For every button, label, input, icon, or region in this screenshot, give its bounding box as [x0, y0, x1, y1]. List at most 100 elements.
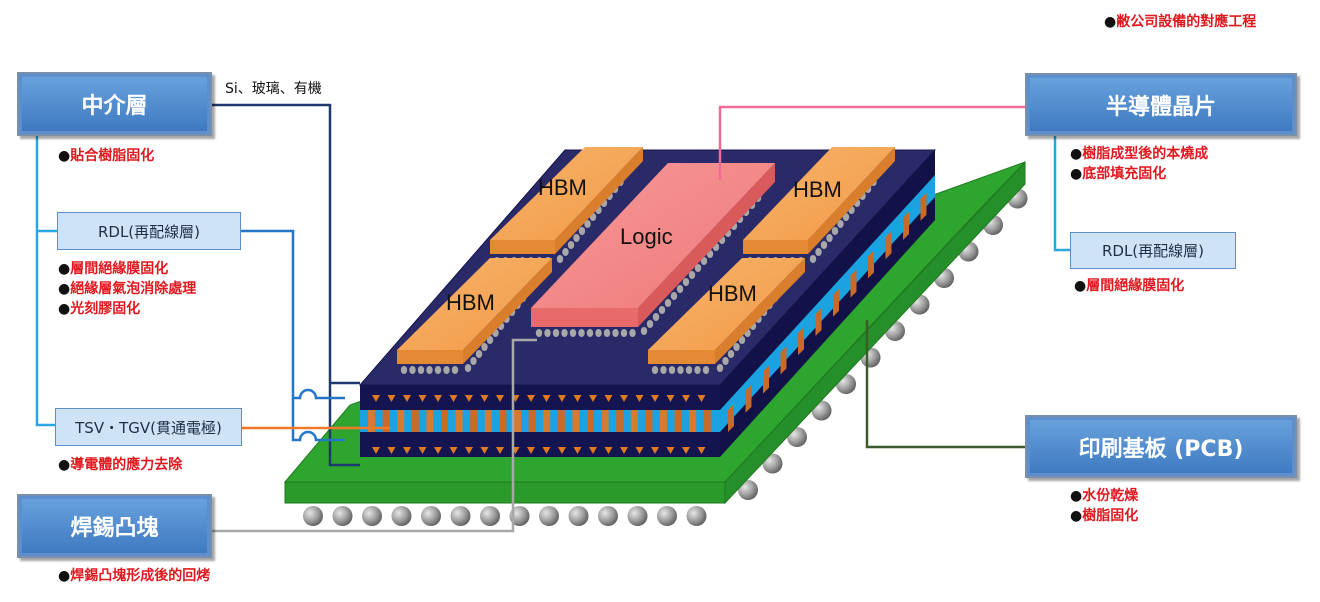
chip-bump — [443, 366, 450, 374]
hbm-label-top-left: HBM — [538, 175, 587, 200]
pcb-box: 印刷基板 (PCB) — [1025, 415, 1297, 478]
micro-bump — [666, 447, 675, 454]
chip-bump — [561, 329, 568, 337]
interposer-box: 中介層 — [17, 72, 212, 136]
tsv-label: TSV・TGV(貫通電極) — [55, 408, 242, 446]
micro-bump — [418, 447, 427, 454]
solder-ball — [362, 506, 382, 526]
micro-bump — [589, 395, 597, 402]
chip-bump — [584, 220, 591, 228]
chip-bump — [464, 364, 472, 372]
rdl-right-label: RDL(再配線層) — [1070, 232, 1236, 269]
header-note: ●敝公司設備的對應工程 — [1104, 14, 1257, 30]
chip-bump — [620, 329, 628, 337]
chip-bump — [603, 329, 611, 337]
chip-bump — [670, 292, 678, 300]
micro-bump — [480, 447, 489, 454]
chip-bump — [586, 329, 594, 337]
chip-bump — [556, 255, 564, 263]
chip-bump — [417, 366, 425, 374]
micro-bump — [465, 447, 473, 454]
pcb-solder-balls-front — [303, 506, 707, 526]
tsv-via — [470, 410, 478, 432]
chip-bump — [535, 329, 543, 337]
micro-bump — [573, 395, 582, 402]
chip-bump — [481, 343, 488, 351]
tsv-via-side — [780, 346, 787, 375]
tsv-via — [368, 410, 375, 432]
solder-ball — [657, 506, 677, 526]
chip-bump — [569, 329, 577, 337]
solder-ball — [627, 506, 648, 526]
hbm-chip-top-left — [490, 147, 643, 254]
solder-ball — [686, 506, 707, 526]
tsv-via-side — [885, 231, 892, 260]
micro-bump — [697, 395, 706, 402]
hbm-chip-bottom-left — [397, 258, 552, 364]
chip-bump — [426, 366, 433, 374]
pcb-notes: ●水份乾燥 ●樹脂固化 — [1070, 488, 1139, 524]
solder-bump-box: 焊錫凸塊 — [17, 494, 212, 558]
micro-bump — [589, 447, 597, 454]
hbm-label-bottom-left: HBM — [446, 290, 495, 315]
tsv-via-side — [868, 250, 874, 279]
chip-bump — [837, 220, 844, 228]
chip-bump — [646, 320, 654, 328]
micro-bump — [527, 395, 535, 402]
chip-bump — [677, 366, 684, 374]
tsv-via-side — [728, 404, 734, 432]
chip-bump — [694, 264, 702, 272]
micro-bump — [465, 395, 473, 402]
micro-bump — [682, 395, 690, 402]
micro-bump — [573, 447, 582, 454]
tsv-via-side — [920, 192, 927, 221]
solder-ball — [480, 506, 500, 526]
micro-bump — [542, 447, 551, 454]
logic-chip — [531, 163, 775, 327]
chip-bump — [688, 271, 696, 279]
tsv-via-side — [815, 308, 822, 336]
chip-bump — [470, 357, 477, 365]
tsv-via — [572, 410, 580, 432]
chip-bump — [573, 234, 580, 242]
tsv-via — [455, 410, 463, 432]
tsv-via — [587, 410, 594, 432]
chip-bump — [676, 285, 684, 293]
micro-bump — [418, 395, 427, 402]
tsv-via — [528, 410, 536, 432]
chip-bump — [544, 329, 551, 337]
micro-bump — [604, 395, 613, 402]
hbm-label-bottom-right: HBM — [708, 281, 757, 306]
chip-bump — [700, 257, 708, 265]
tsv-via-side — [798, 327, 804, 356]
chip-bump — [815, 248, 822, 256]
micro-bump — [620, 395, 628, 402]
solder-ball — [509, 506, 530, 526]
chip-bump — [486, 336, 494, 344]
micro-bump — [558, 395, 566, 402]
solder-ball — [391, 506, 412, 526]
chip-bump — [612, 329, 619, 337]
tsv-via — [514, 410, 521, 432]
tsv-via-side — [850, 269, 857, 298]
micro-bump — [372, 447, 380, 454]
chip-bump — [716, 364, 724, 372]
chip-bump — [660, 366, 667, 374]
chip-bump — [475, 350, 483, 358]
tsv-via — [601, 410, 609, 432]
chip-bump — [595, 329, 602, 337]
tsv-via — [616, 410, 624, 432]
micro-bump — [542, 395, 551, 402]
rdl-right-note: ●層間絕緣膜固化 — [1074, 278, 1185, 294]
micro-bump — [387, 395, 396, 402]
chip-bump — [578, 329, 585, 337]
tsv-via — [630, 410, 638, 432]
chip-bump — [722, 357, 729, 365]
chip-bump — [567, 241, 575, 249]
hbm-chip-top-right — [743, 147, 895, 254]
tsv-via — [703, 410, 711, 432]
tsv-vias — [368, 410, 711, 432]
micro-bump — [620, 447, 628, 454]
micro-bump — [697, 447, 706, 454]
micro-bump — [387, 447, 396, 454]
